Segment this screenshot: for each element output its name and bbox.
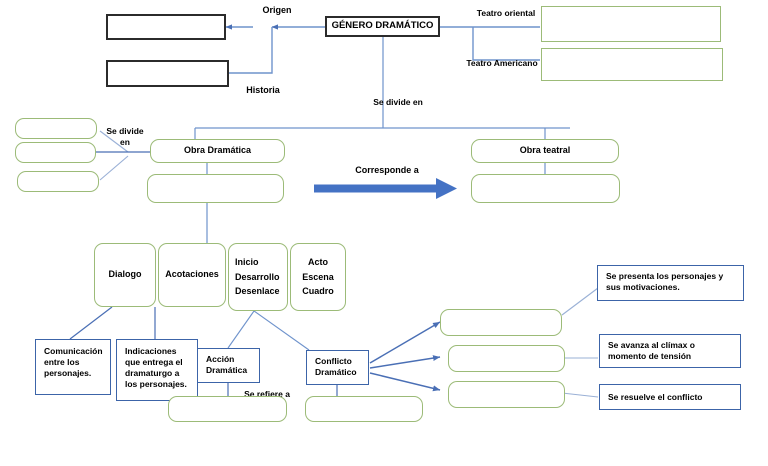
estructura-interna-label: Inicio Desarrollo Desenlace (235, 257, 280, 297)
obra-dramatica-box[interactable]: Obra Dramática (150, 139, 285, 163)
divide-answer-box-1[interactable] (15, 118, 97, 139)
dialogo-definition-text: Comunicación entre los personajes. (44, 346, 103, 378)
stage-description-presentacion-text: Se presenta los personajes y sus motivac… (606, 271, 724, 292)
label-historia: Historia (246, 85, 280, 95)
estructura-interna-box[interactable]: Inicio Desarrollo Desenlace (228, 243, 288, 311)
dialogo-box[interactable]: Dialogo (94, 243, 156, 307)
label-se-refiere-a: Se refiere a (244, 389, 290, 399)
genero-dramatico-title: GÉNERO DRAMÁTICO (325, 16, 440, 37)
conflicto-dramatico-label: Conflicto Dramático (315, 356, 357, 377)
stage-description-desenlace: Se resuelve el conflicto (599, 384, 741, 410)
label-teatro-americano: Teatro Americano (466, 58, 538, 68)
stage-description-presentacion: Se presenta los personajes y sus motivac… (597, 265, 744, 301)
accion-dramatica-box[interactable]: Acción Dramática (197, 348, 260, 383)
stage-answer-box-1[interactable] (440, 309, 562, 336)
label-se-divide-en-top: Se divide en (373, 97, 423, 107)
divide-answer-box-3[interactable] (17, 171, 99, 192)
acotaciones-label: Acotaciones (165, 269, 219, 280)
stage-answer-box-2[interactable] (448, 345, 565, 372)
obra-teatral-box[interactable]: Obra teatral (471, 139, 619, 163)
label-se-divide-en-left: Se divide en (106, 126, 144, 147)
acotaciones-definition-box: Indicaciones que entrega el dramaturgo a… (116, 339, 198, 401)
label-origen: Origen (262, 5, 292, 15)
label-teatro-oriental: Teatro oriental (476, 8, 536, 18)
origen-answer-box[interactable] (106, 14, 226, 40)
corresponde-a-arrow (314, 178, 457, 199)
historia-answer-box[interactable] (106, 60, 229, 87)
stage-description-climax-text: Se avanza al clímax o momento de tensión (608, 340, 695, 361)
estructura-externa-box[interactable]: Acto Escena Cuadro (290, 243, 346, 311)
obra-dramatica-label: Obra Dramática (183, 145, 252, 156)
estructura-externa-label: Acto Escena Cuadro (302, 257, 334, 297)
accion-dramatica-label: Acción Dramática (206, 354, 248, 375)
obra-teatral-answer-box[interactable] (471, 174, 620, 203)
divide-answer-box-2[interactable] (15, 142, 96, 163)
acotaciones-definition-text: Indicaciones que entrega el dramaturgo a… (125, 346, 187, 389)
teatro-americano-answer-box[interactable] (541, 48, 723, 81)
teatro-oriental-answer-box[interactable] (541, 6, 721, 42)
stage-answer-box-3[interactable] (448, 381, 565, 408)
obra-dramatica-answer-box[interactable] (147, 174, 284, 203)
stage-description-desenlace-text: Se resuelve el conflicto (608, 391, 703, 402)
accion-dramatica-answer-box[interactable] (168, 396, 287, 422)
conflicto-dramatico-box[interactable]: Conflicto Dramático (306, 350, 369, 385)
label-corresponde-a: Corresponde a (355, 165, 419, 175)
dialogo-definition-box: Comunicación entre los personajes. (35, 339, 111, 395)
obra-teatral-label: Obra teatral (519, 145, 571, 156)
dialogo-label: Dialogo (108, 269, 142, 280)
genero-dramatico-label: GÉNERO DRAMÁTICO (331, 20, 434, 32)
acotaciones-box[interactable]: Acotaciones (158, 243, 226, 307)
stage-description-climax: Se avanza al clímax o momento de tensión (599, 334, 741, 368)
conflicto-dramatico-answer-box[interactable] (305, 396, 423, 422)
